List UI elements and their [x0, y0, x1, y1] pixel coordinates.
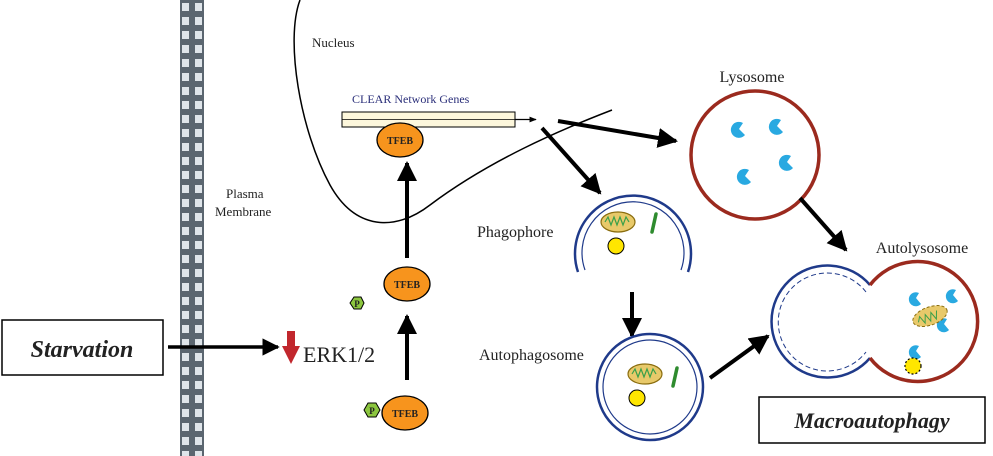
arrow-to-phagophore	[540, 126, 602, 195]
svg-text:TFEB: TFEB	[387, 136, 413, 147]
starvation-box: Starvation	[1, 319, 164, 376]
svg-text:P: P	[369, 406, 375, 416]
tfeb-cytoplasmic: TFEB	[383, 266, 431, 302]
cargo-dot	[607, 237, 625, 255]
hydrolase-icon	[908, 289, 958, 360]
autolysosome-label: Autolysosome	[876, 240, 968, 257]
plasma-membrane-label-2: Membrane	[215, 204, 272, 219]
degrading-mitochondrion-icon	[912, 305, 948, 327]
clear-genes-label: CLEAR Network Genes	[352, 92, 470, 106]
mitochondrion-icon	[600, 211, 636, 233]
svg-text:P: P	[354, 299, 360, 309]
autolysosome	[770, 259, 980, 384]
erk-down-arrow	[282, 331, 300, 364]
nucleus-label: Nucleus	[312, 35, 355, 50]
erk-label: ERK1/2	[303, 342, 375, 367]
svg-text:TFEB: TFEB	[394, 280, 420, 291]
tfeb-nuclear: TFEB	[376, 122, 424, 158]
plasma-membrane-label-1: Plasma	[226, 186, 264, 201]
arrow-lysosome-fusion	[798, 196, 848, 252]
phosphate-free: P	[349, 296, 365, 310]
phagophore-label: Phagophore	[477, 224, 553, 241]
lysosome	[689, 89, 821, 221]
phagophore	[573, 194, 693, 273]
lysosome-label: Lysosome	[720, 69, 785, 86]
tfeb-phosphorylated: TFEB P	[363, 395, 429, 431]
cargo-dot	[628, 389, 646, 407]
mitochondrion-icon	[627, 363, 663, 385]
arrow-to-lysosome	[557, 119, 678, 148]
autophagosome-label: Autophagosome	[479, 347, 584, 364]
svg-text:Macroautophagy: Macroautophagy	[793, 408, 949, 433]
hydrolase-icon	[730, 118, 793, 185]
plasma-membrane	[180, 0, 204, 456]
cargo-rod	[671, 366, 679, 388]
arrow-autophagosome-fusion	[708, 334, 770, 380]
degrading-cargo-dot	[904, 357, 922, 375]
nucleus-envelope	[293, 0, 613, 224]
autophagosome	[595, 332, 705, 442]
svg-text:Starvation: Starvation	[31, 337, 134, 363]
cargo-rod	[650, 212, 658, 234]
macroautophagy-box: Macroautophagy	[758, 396, 986, 444]
svg-text:TFEB: TFEB	[392, 409, 418, 420]
